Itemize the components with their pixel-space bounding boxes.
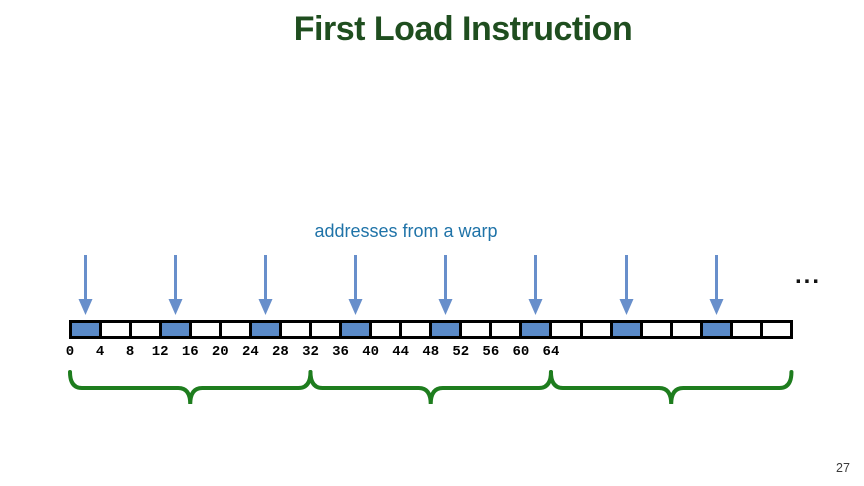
memory-cell	[759, 320, 793, 339]
segment-brace	[68, 370, 313, 405]
memory-cell	[218, 320, 252, 339]
memory-row	[0, 320, 864, 340]
memory-cell-accessed	[699, 320, 733, 339]
memory-cell-accessed	[519, 320, 553, 339]
memory-cell	[729, 320, 763, 339]
down-arrow-icon	[619, 255, 634, 315]
memory-cell-accessed	[248, 320, 282, 339]
ellipsis-more-arrows: ...	[795, 262, 822, 289]
address-label: 24	[241, 344, 259, 360]
memory-cell	[639, 320, 673, 339]
address-label: 48	[422, 344, 440, 360]
memory-cell-accessed	[68, 320, 102, 339]
memory-cell	[549, 320, 583, 339]
address-label: 4	[95, 344, 105, 360]
memory-cell	[308, 320, 343, 339]
memory-cell	[369, 320, 403, 339]
segment-brace	[548, 370, 794, 405]
memory-cell	[669, 320, 703, 339]
down-arrow-icon	[348, 255, 363, 315]
address-label: 56	[482, 344, 500, 360]
memory-cell	[128, 320, 162, 339]
memory-cell	[98, 320, 132, 339]
address-label: 64	[542, 344, 560, 360]
memory-cell	[399, 320, 433, 339]
segment-brace	[308, 370, 553, 405]
address-label: 32	[302, 344, 319, 360]
address-label: 36	[332, 344, 349, 360]
address-label: 60	[512, 344, 530, 360]
down-arrow-icon	[438, 255, 453, 315]
address-label: 28	[272, 344, 289, 360]
address-label: 0	[65, 344, 75, 360]
address-label: 12	[151, 344, 169, 360]
slide-title: First Load Instruction	[293, 10, 633, 48]
page-number: 27	[836, 461, 850, 475]
address-label: 44	[392, 344, 410, 360]
down-arrow-icon	[258, 255, 273, 315]
address-label: 40	[362, 344, 379, 360]
down-arrow-icon	[168, 255, 183, 315]
memory-cell-accessed	[158, 320, 192, 339]
memory-cell	[278, 320, 312, 339]
memory-cell	[459, 320, 493, 339]
down-arrow-icon	[709, 255, 724, 315]
memory-cell	[489, 320, 523, 339]
address-label: 16	[181, 344, 199, 360]
memory-cell	[579, 320, 613, 339]
address-label: 20	[211, 344, 229, 360]
address-label: 8	[125, 344, 135, 360]
memory-cell	[188, 320, 222, 339]
down-arrow-icon	[78, 255, 93, 315]
warp-caption: addresses from a warp	[314, 221, 498, 241]
segment-braces	[68, 370, 794, 405]
memory-cell-accessed	[609, 320, 643, 339]
memory-cell-accessed	[429, 320, 463, 339]
memory-cell-accessed	[339, 320, 373, 339]
down-arrow-icon	[528, 255, 543, 315]
address-label: 52	[452, 344, 470, 360]
